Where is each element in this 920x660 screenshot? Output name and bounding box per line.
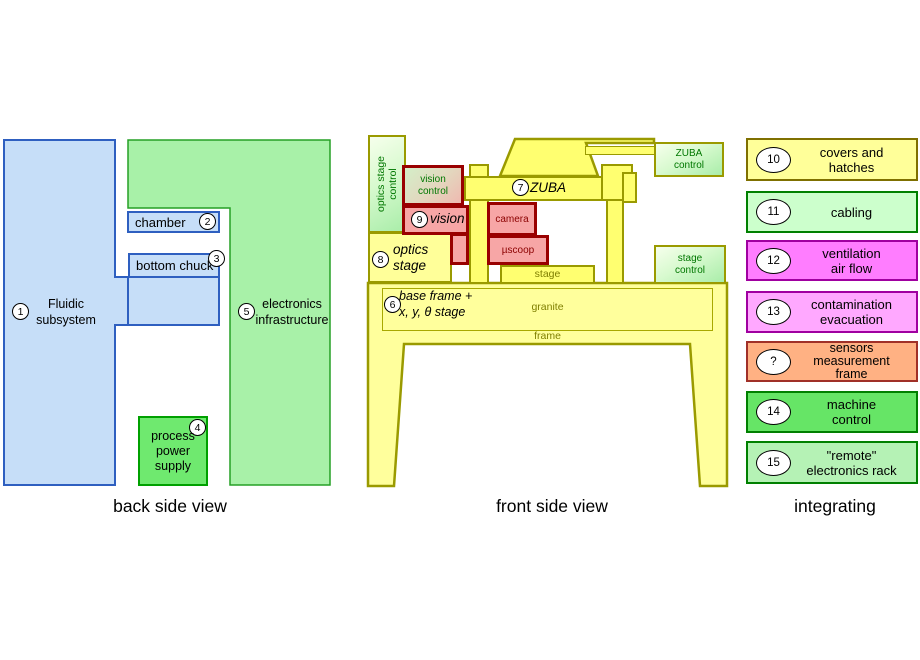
- fluidic-subsystem-shape: [3, 139, 220, 486]
- granite-label: granite: [531, 301, 564, 313]
- base-frame-label: base frame + x, y, θ stage: [399, 289, 473, 319]
- step-badge-14: 14: [756, 399, 791, 425]
- back-view-title: back side view: [113, 496, 227, 516]
- step-badge-electronics: 5: [238, 303, 255, 320]
- vision-leg: [450, 233, 469, 265]
- integrating-item-ventilation-label: ventilation air flow: [822, 245, 881, 276]
- integrating-item-contamination-label: contamination evacuation: [811, 297, 892, 327]
- integrating-item-machine-control-label: machine control: [826, 397, 877, 427]
- integrating-item-covers: 10 covers and hatches: [746, 138, 918, 181]
- step-badge-base-frame: 6: [384, 296, 401, 313]
- optics-stage-control-box: optics stage control: [368, 135, 406, 233]
- process-power-supply-label: process power supply: [151, 429, 195, 473]
- integrating-item-sensors: ? sensors measurement frame: [746, 341, 918, 382]
- step-badge-15: 15: [756, 449, 791, 476]
- chamber-label: chamber: [135, 214, 186, 230]
- integrating-item-sensors-label: sensors measurement frame: [813, 341, 890, 381]
- frame-label: frame: [534, 330, 561, 342]
- microscope-box: µscoop: [487, 235, 549, 265]
- integrating-item-cabling: 11 cabling: [746, 191, 918, 233]
- step-badge-fluidic: 1: [12, 303, 29, 320]
- zuba-control-arm: [585, 146, 658, 155]
- optics-stage-control-label: optics stage control: [375, 155, 400, 213]
- chamber-box: chamber: [127, 211, 220, 233]
- integrating-item-cabling-label: cabling: [830, 204, 873, 220]
- step-badge-13: 13: [756, 299, 791, 325]
- step-badge-question: ?: [756, 348, 791, 375]
- step-badge-bottom-chuck: 3: [208, 250, 225, 267]
- integrating-item-ventilation: 12 ventilation air flow: [746, 240, 918, 281]
- step-badge-11: 11: [756, 199, 791, 225]
- fluidic-arm-divider: [127, 278, 129, 324]
- vision-control-box: vision control: [402, 165, 464, 206]
- step-badge-vision: 9: [411, 211, 428, 228]
- vision-label: vision: [430, 211, 465, 226]
- zuba-label: ZUBA: [530, 180, 567, 195]
- integrating-item-contamination: 13 contamination evacuation: [746, 291, 918, 333]
- step-badge-chamber: 2: [199, 213, 216, 230]
- fluidic-label: Fluidic subsystem: [36, 297, 96, 327]
- integrating-item-remote-rack: 15 "remote" electronics rack: [746, 441, 918, 484]
- stage-control-box: stage control: [654, 245, 726, 284]
- stage-slab-label: stage: [534, 268, 561, 280]
- integrating-item-covers-label: covers and hatches: [819, 144, 884, 175]
- stage-slab: [500, 265, 595, 284]
- electronics-infrastructure-shape: [127, 139, 331, 486]
- microscope-label: µscoop: [501, 244, 535, 256]
- step-badge-10: 10: [756, 146, 791, 173]
- machine-frame-shape: [366, 281, 729, 488]
- zuba-control-box: ZUBA control: [654, 142, 724, 177]
- integrating-item-machine-control: 14 machine control: [746, 391, 918, 433]
- integrating-title: integrating: [794, 496, 876, 516]
- electronics-label: electronics infrastructure: [255, 297, 329, 327]
- right-pillar-tab: [622, 172, 637, 203]
- optics-stage-label: optics stage: [393, 242, 429, 273]
- integrating-item-remote-rack-label: "remote" electronics rack: [806, 447, 897, 478]
- bottom-chuck-label: bottom chuck: [136, 258, 214, 273]
- step-badge-zuba: 7: [512, 179, 529, 196]
- step-badge-12: 12: [756, 247, 791, 274]
- camera-box: camera: [487, 202, 537, 236]
- step-badge-power-supply: 4: [189, 419, 206, 436]
- step-badge-optics-stage: 8: [372, 251, 389, 268]
- camera-label: camera: [495, 213, 529, 225]
- bottom-chuck-box: bottom chuck: [128, 253, 220, 278]
- front-view-title: front side view: [496, 496, 608, 516]
- granite-block: [382, 288, 713, 331]
